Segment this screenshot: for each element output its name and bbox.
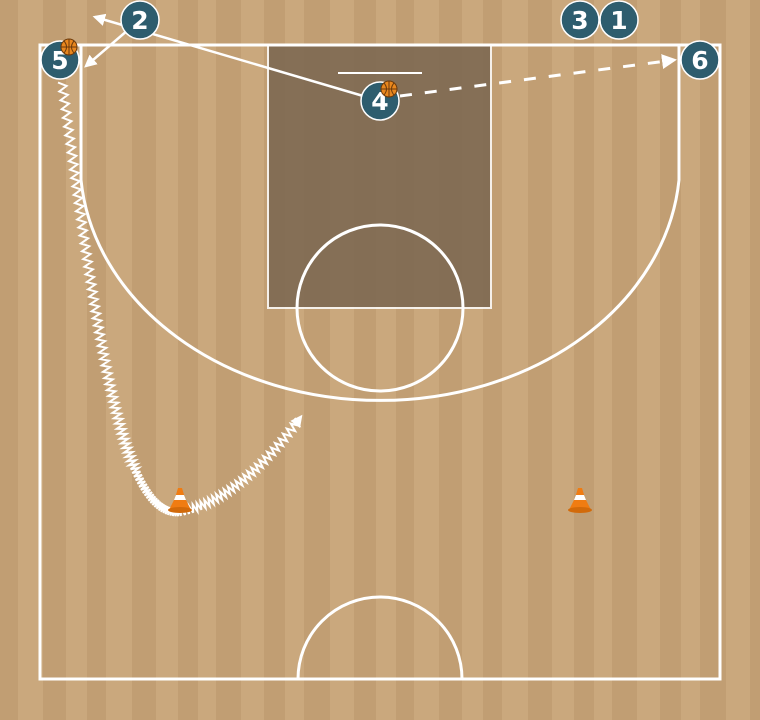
- player-3[interactable]: 3: [560, 0, 600, 40]
- dribble-arrowhead: [290, 414, 303, 428]
- free-throw-circle: [295, 223, 465, 393]
- pass-line-4-to-6: [399, 54, 677, 98]
- player-1[interactable]: 1: [599, 0, 639, 40]
- player-label: 3: [571, 6, 588, 35]
- basketball-icon: [60, 38, 78, 56]
- basketball-icon: [380, 80, 398, 98]
- dribble-line-5: [57, 81, 302, 517]
- player-label: 2: [131, 6, 148, 35]
- cone-2: [568, 488, 592, 513]
- cut-line-2-to-5: [84, 29, 129, 68]
- player-6[interactable]: 6: [680, 40, 720, 80]
- player-4[interactable]: 4: [360, 80, 400, 121]
- player-label: 1: [610, 6, 627, 35]
- player-2[interactable]: 2: [120, 0, 160, 40]
- three-point-line: [79, 45, 681, 402]
- player-label: 6: [691, 46, 708, 75]
- player-5[interactable]: 5: [40, 38, 80, 80]
- cone-1: [168, 488, 192, 513]
- court-boundary: [38, 43, 722, 681]
- center-circle: [296, 595, 464, 680]
- court-lines: [38, 43, 722, 681]
